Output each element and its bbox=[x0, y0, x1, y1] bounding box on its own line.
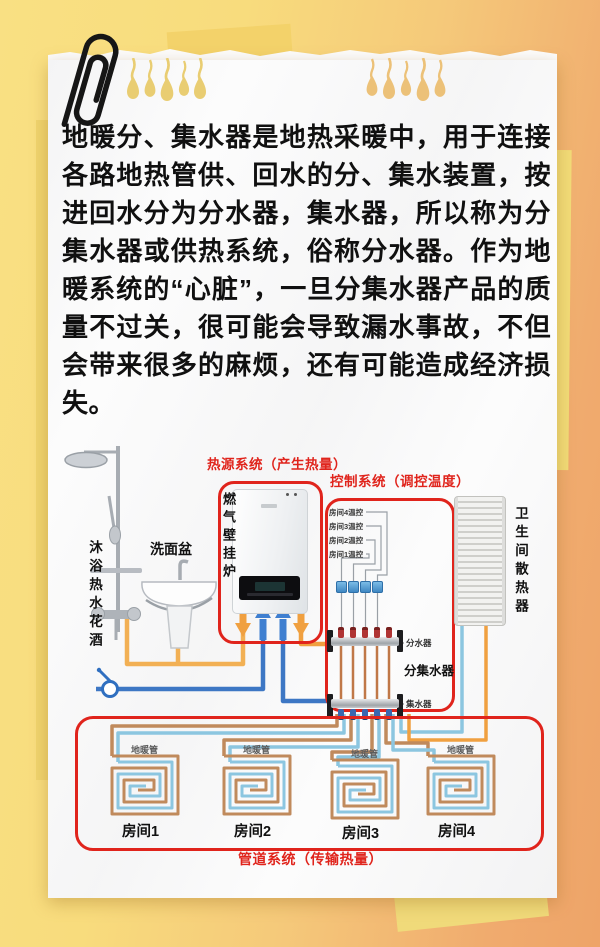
actuator-4 bbox=[372, 581, 383, 593]
thermostat-label-room1: 房间1温控 bbox=[329, 550, 364, 559]
boiler-label: 燃气壁挂炉 bbox=[221, 492, 236, 582]
manifold-label: 分集水器 bbox=[404, 664, 455, 678]
collector-label: 集水器 bbox=[406, 699, 432, 709]
manifold-bracket bbox=[327, 694, 333, 718]
room2-label: 房间2 bbox=[234, 824, 272, 840]
floor-pipe-label: 地暖管 bbox=[243, 745, 271, 755]
room4-label: 房间4 bbox=[438, 824, 476, 840]
thermostat-label-room4: 房间4温控 bbox=[329, 508, 364, 517]
floor-pipe-label: 地暖管 bbox=[131, 745, 159, 755]
intro-paragraph: 地暖分、集水器是地热采暖中，用于连接各路地热管供、回水的分、集水装置，按进回水分… bbox=[62, 122, 551, 418]
control-system-label: 控制系统（调控温度） bbox=[330, 474, 470, 489]
actuator-3 bbox=[360, 581, 371, 593]
sink-label: 洗面盆 bbox=[150, 541, 192, 557]
thermostat-label-room2: 房间2温控 bbox=[329, 536, 364, 545]
actuator-1 bbox=[336, 581, 347, 593]
distributor-valve bbox=[338, 627, 344, 638]
radiator-label: 卫生间散热器 bbox=[513, 506, 528, 617]
collector-bar bbox=[331, 699, 399, 708]
boiler-image bbox=[232, 489, 308, 614]
room1-label: 房间1 bbox=[122, 824, 160, 840]
boiler-display bbox=[239, 576, 300, 600]
distributor-label: 分水器 bbox=[406, 638, 432, 648]
heat-source-system-label: 热源系统（产生热量） bbox=[207, 457, 347, 472]
distributor-bar bbox=[331, 637, 399, 646]
shower-label: 沐浴热水花酒 bbox=[87, 540, 102, 651]
sticky-note-left-edge bbox=[36, 120, 48, 780]
distributor-valve bbox=[386, 627, 392, 638]
distributor-valve bbox=[374, 627, 380, 638]
paperclip-icon bbox=[61, 33, 119, 128]
floor-pipe-label: 地暖管 bbox=[351, 749, 379, 759]
thermostat-label-room3: 房间3温控 bbox=[329, 522, 364, 531]
piping-system-label: 管道系统（传输热量） bbox=[238, 851, 383, 867]
floor-pipe-label: 地暖管 bbox=[447, 745, 475, 755]
actuator-2 bbox=[348, 581, 359, 593]
manifold-bracket bbox=[327, 630, 333, 652]
distributor-valve bbox=[362, 627, 368, 638]
room3-label: 房间3 bbox=[342, 826, 380, 842]
radiator-image bbox=[454, 496, 506, 626]
distributor-valve bbox=[350, 627, 356, 638]
heat-source-frame bbox=[218, 481, 323, 644]
